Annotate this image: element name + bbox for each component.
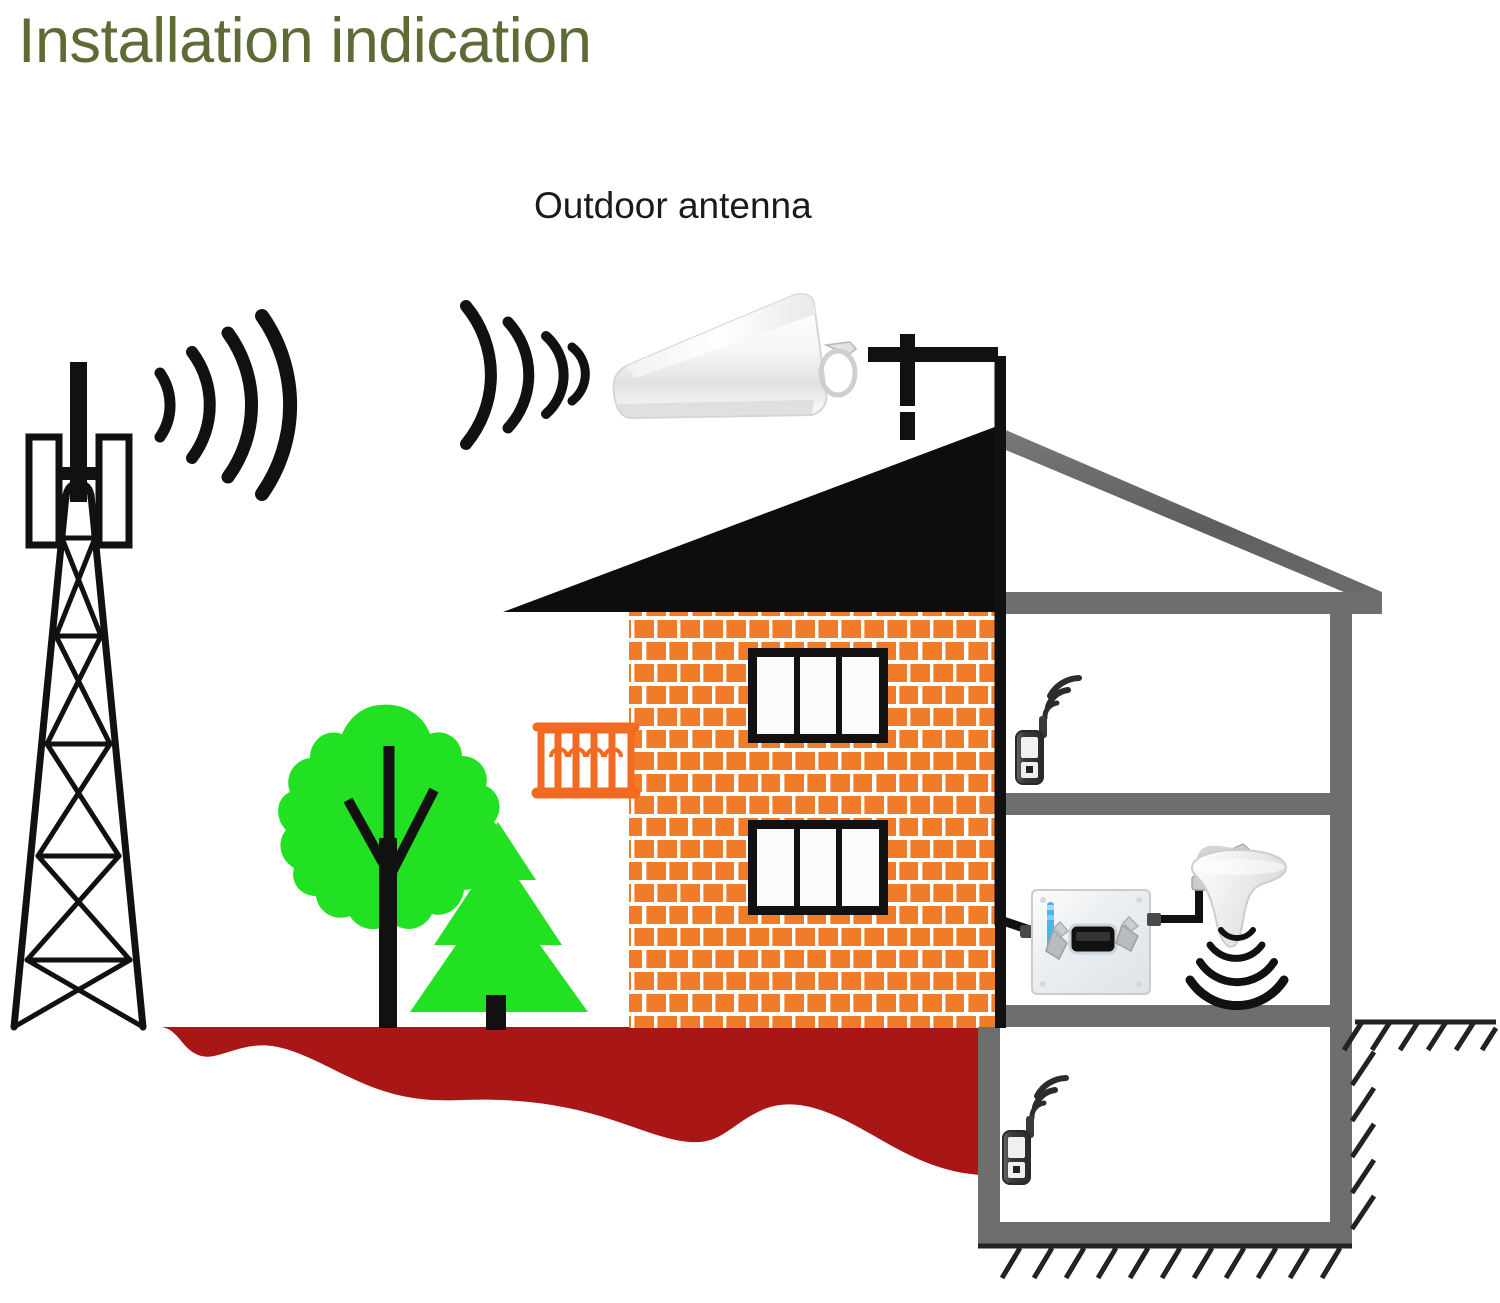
booster-to-dome-cable bbox=[1147, 875, 1209, 926]
balcony-railing bbox=[531, 722, 641, 799]
window-upper bbox=[748, 648, 888, 743]
cell-tower bbox=[10, 309, 298, 1031]
outdoor-antenna-mast bbox=[868, 334, 998, 440]
floor-slab-middle bbox=[1001, 793, 1352, 815]
indoor-dome-antenna[interactable] bbox=[1185, 843, 1289, 1011]
basement-floor-slab bbox=[978, 1222, 1352, 1244]
outdoor-antenna[interactable] bbox=[460, 293, 858, 450]
attic-floor-slab bbox=[1001, 592, 1382, 614]
right-wall-basement bbox=[1330, 1027, 1352, 1222]
page-title: Installation indication bbox=[18, 6, 591, 76]
mast-horizontal-arm bbox=[868, 347, 998, 362]
antenna-clamp-ring bbox=[818, 348, 858, 398]
mast-vertical-pole bbox=[900, 334, 915, 406]
house-windows bbox=[748, 648, 888, 915]
tower-lattice bbox=[10, 479, 147, 1031]
phone-screen-upper bbox=[1021, 737, 1038, 758]
signal-booster[interactable] bbox=[1020, 889, 1151, 995]
outdoor-antenna-signal-waves bbox=[460, 300, 590, 450]
mast-pole-lower bbox=[900, 412, 915, 440]
floor-slab-lower bbox=[1001, 1005, 1352, 1027]
roof-black-face bbox=[503, 425, 1000, 612]
booster-port-left bbox=[1045, 920, 1070, 961]
outdoor-antenna-label: Outdoor antenna bbox=[534, 185, 812, 226]
tower-panel-antennas bbox=[25, 433, 133, 549]
tower-signal-waves bbox=[154, 309, 298, 501]
house-cutaway-structure bbox=[978, 356, 1382, 1244]
phone-signal-waves-basement bbox=[1029, 1075, 1069, 1121]
tree-trunk-deciduous bbox=[343, 746, 439, 1028]
phone-screen-basement bbox=[1008, 1137, 1025, 1158]
phone-signal-waves-upper bbox=[1042, 675, 1082, 721]
dome-signal-waves bbox=[1185, 927, 1289, 1011]
ground-terrain bbox=[62, 1027, 1000, 1176]
tree-trunk-pine bbox=[486, 995, 506, 1030]
tree-pine bbox=[410, 822, 588, 1028]
booster-port-right bbox=[1115, 916, 1140, 953]
roof-slab-right bbox=[1001, 428, 1382, 608]
basement-left-wall bbox=[978, 1027, 1000, 1227]
trees-group bbox=[278, 704, 588, 1030]
house-roof bbox=[503, 425, 1000, 612]
mobile-phone-upper[interactable] bbox=[1015, 675, 1082, 785]
mobile-phone-basement[interactable] bbox=[1002, 1075, 1069, 1185]
booster-output-port bbox=[1147, 913, 1161, 926]
earth-hatching bbox=[978, 1019, 1499, 1280]
window-lower bbox=[748, 820, 888, 915]
dome-antenna-body bbox=[1190, 848, 1288, 948]
